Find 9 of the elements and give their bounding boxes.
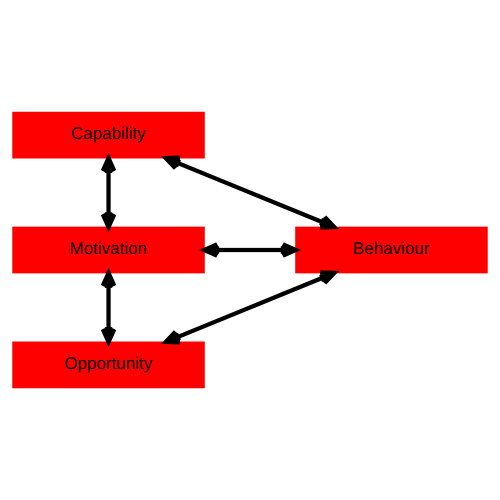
arrow <box>100 156 116 230</box>
arrow <box>164 155 336 230</box>
arrow <box>100 270 116 344</box>
node-box: Opportunity <box>12 341 205 388</box>
node-box: Capability <box>12 112 205 159</box>
arrow <box>164 270 336 345</box>
node-box: Motivation <box>12 226 205 274</box>
arrow <box>202 242 298 258</box>
node-box: Behaviour <box>295 226 488 274</box>
